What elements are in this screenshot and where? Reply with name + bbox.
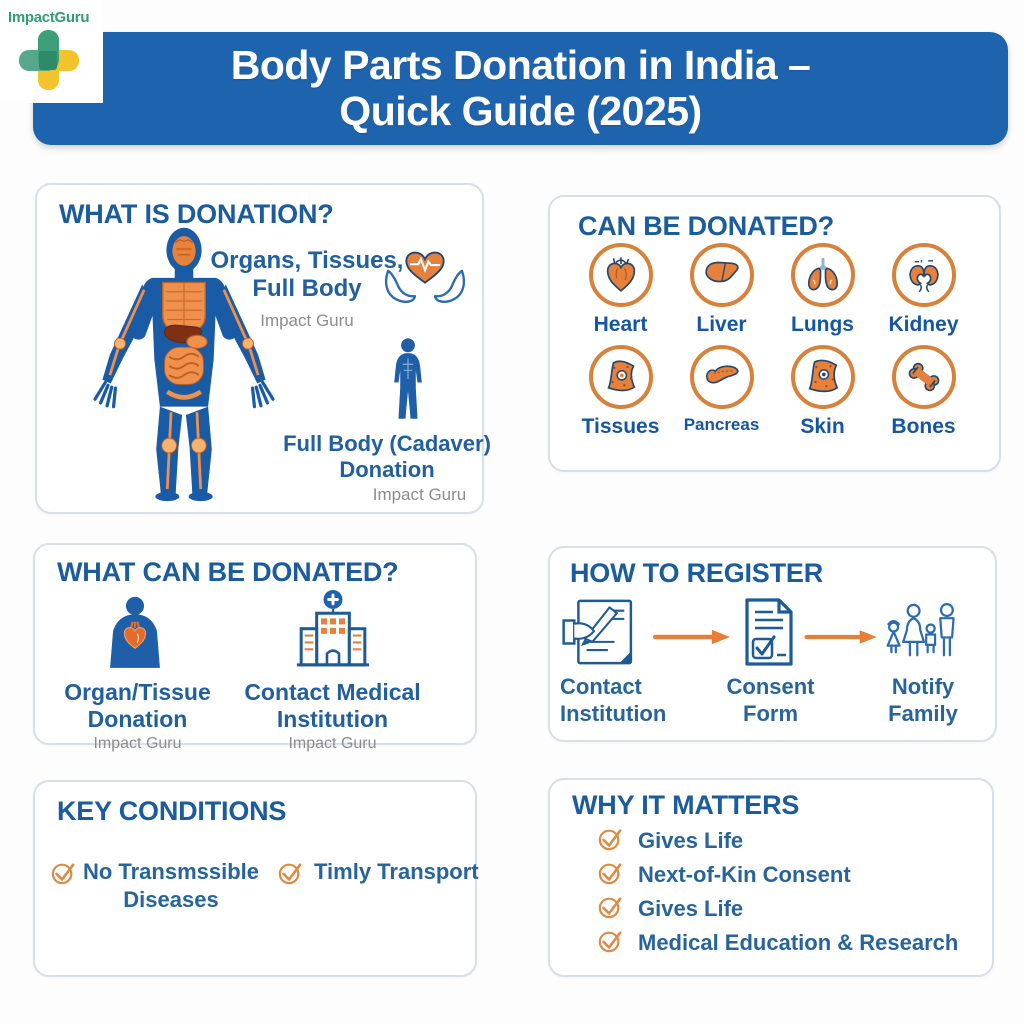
cadaver-donation-label: Full Body (Cadaver) Donation xyxy=(283,431,491,482)
panel-can-be-donated: CAN BE DONATED? Heart Liver xyxy=(548,195,1001,472)
tissues-icon xyxy=(606,360,635,392)
arrow-right-icon xyxy=(652,629,730,645)
impact-guru-watermark: Impact Guru xyxy=(93,735,182,752)
matter-text: Next-of-Kin Consent xyxy=(638,862,851,887)
heart-icon xyxy=(606,257,635,292)
condition-item: Timly Transport xyxy=(278,858,479,886)
organ-cell-tissues: Tissues xyxy=(570,345,671,439)
contact-medical-institution-label: Contact Medical Institution xyxy=(244,679,421,733)
organs-tissues-label: Organs, Tissues, Full Body xyxy=(210,247,404,303)
pancreas-icon xyxy=(705,365,739,384)
matter-item: Gives Life xyxy=(598,827,743,855)
body-silhouette-icon xyxy=(394,338,422,419)
matter-item: Gives Life xyxy=(598,895,743,923)
matter-text: Gives Life xyxy=(638,828,744,853)
organ-cell-pancreas: Pancreas xyxy=(671,345,772,439)
skin-icon xyxy=(808,359,838,393)
organ-cell-kidney: Kidney xyxy=(873,243,974,337)
organ-cell-skin: Skin xyxy=(772,345,873,439)
brand-logo-card: ImpactGuru xyxy=(0,0,103,103)
arrow-right-icon xyxy=(804,630,877,644)
step-consent-form-label: Consent Form xyxy=(726,674,815,726)
anatomy-illustration xyxy=(93,227,275,502)
page-title-line1: Body Parts Donation in India – xyxy=(230,41,811,88)
condition-text: No Transmssible Diseases xyxy=(82,859,260,912)
matter-text: Medical Education & Research xyxy=(638,930,959,955)
hospital-icon xyxy=(296,590,370,667)
panel-key-conditions: KEY CONDITIONS No Transmssible Diseases … xyxy=(33,780,479,977)
liver-icon xyxy=(704,261,739,283)
brand-name: ImpactGuru xyxy=(8,9,90,26)
family-icon xyxy=(886,603,955,657)
page-title-line2: Quick Guide (2025) xyxy=(339,87,702,134)
matter-text: Gives Life xyxy=(638,896,744,921)
panel-why-it-matters: WHY IT MATTERS Gives Life Next-of-Kin Co… xyxy=(548,778,994,977)
panel-title: WHAT CAN BE DONATED? xyxy=(57,557,399,587)
check-circle-icon xyxy=(598,829,622,851)
check-circle-icon xyxy=(598,863,622,885)
lungs-icon xyxy=(807,257,838,291)
check-circle-icon xyxy=(51,863,75,885)
organ-tissue-donation-label: Organ/Tissue Donation xyxy=(64,679,211,733)
impact-guru-watermark: Impact Guru xyxy=(288,735,377,752)
condition-text: Timly Transport xyxy=(314,859,479,884)
organ-cell-liver: Liver xyxy=(671,243,772,337)
organ-cell-lungs: Lungs xyxy=(772,243,873,337)
panel-what-is-donation: WHAT IS DONATION? xyxy=(35,183,491,514)
panel-what-can-be-donated: WHAT CAN BE DONATED? Organ/Tissue Donati… xyxy=(33,543,477,752)
header-banner: Body Parts Donation in India – Quick Gui… xyxy=(33,32,1008,145)
kidney-icon xyxy=(908,260,939,293)
panel-title: CAN BE DONATED? xyxy=(578,211,834,241)
panel-title: WHAT IS DONATION? xyxy=(59,199,334,229)
step-notify-family-label: Notify Family xyxy=(888,674,958,726)
matter-item: Next-of-Kin Consent xyxy=(598,861,851,889)
organ-cell-heart: Heart xyxy=(570,243,671,337)
organ-cell-bones: Bones xyxy=(873,345,974,439)
panel-title: KEY CONDITIONS xyxy=(57,796,287,826)
panel-title: HOW TO REGISTER xyxy=(570,558,824,588)
condition-item: No Transmssible Diseases xyxy=(51,858,261,913)
brand-cross-icon xyxy=(19,30,79,90)
check-circle-icon xyxy=(598,897,622,919)
organ-grid: Heart Liver Lungs xyxy=(570,243,974,439)
panel-title: WHY IT MATTERS xyxy=(572,790,800,820)
sign-document-icon xyxy=(562,599,633,665)
check-circle-icon xyxy=(598,931,622,953)
impact-guru-watermark: Impact Guru xyxy=(372,485,467,504)
consent-form-icon xyxy=(745,598,793,666)
check-circle-icon xyxy=(278,863,302,885)
torso-heart-icon xyxy=(110,596,160,668)
step-contact-institution-label: Contact Institution xyxy=(560,674,667,726)
bones-icon xyxy=(908,362,939,392)
matter-item: Medical Education & Research xyxy=(598,929,958,957)
hands-heart-icon xyxy=(384,251,466,303)
panel-how-to-register: HOW TO REGISTER xyxy=(548,546,997,742)
impact-guru-watermark: Impact Guru xyxy=(260,311,354,330)
